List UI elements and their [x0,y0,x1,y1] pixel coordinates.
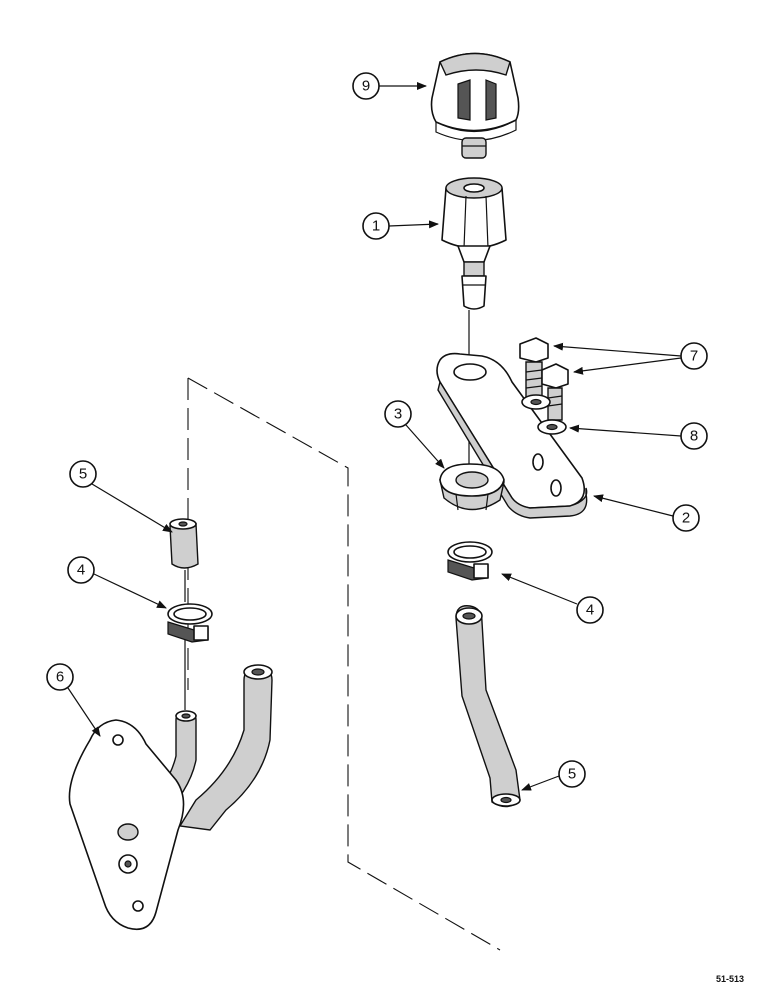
callout-1-label: 1 [372,218,380,235]
callout-4-left-label: 4 [77,562,85,579]
part-3-hex-nut [439,463,505,511]
callout-7: 7 [553,342,708,375]
callout-9-label: 9 [362,78,370,95]
part-5-hose-short [169,518,199,569]
callout-8-label: 8 [690,428,698,445]
callout-5-left: 5 [69,460,173,533]
callout-1: 1 [362,212,439,240]
callout-3-label: 3 [394,406,402,423]
part-4-hose-clamp-left [167,603,213,643]
callout-8: 8 [569,422,708,450]
mounting-panel-outline [187,377,501,951]
callout-6: 6 [46,663,101,737]
callout-9: 9 [352,72,427,100]
part-1-hex-fitting [441,177,507,310]
callout-4-right-label: 4 [586,602,594,619]
callout-7-label: 7 [690,348,698,365]
part-9-cap-knob [430,52,520,159]
part-8-washers [521,394,567,435]
callout-5-left-label: 5 [79,466,87,483]
callout-2-label: 2 [682,510,690,527]
callout-4-right: 4 [501,573,604,624]
part-6-tube-plate-assembly [68,664,273,931]
part-4-hose-clamp-right [447,541,493,581]
callout-5-right: 5 [521,760,586,791]
callout-4-left: 4 [67,556,167,609]
figure-reference-number: 51-513 [715,974,744,984]
callout-5-right-label: 5 [568,766,576,783]
callout-3: 3 [384,400,445,469]
part-5-hose-long [455,605,521,808]
part-2-bracket-plate [436,352,588,519]
callout-6-label: 6 [56,669,64,686]
callout-2: 2 [593,494,700,532]
part-7-bolts [519,337,569,421]
